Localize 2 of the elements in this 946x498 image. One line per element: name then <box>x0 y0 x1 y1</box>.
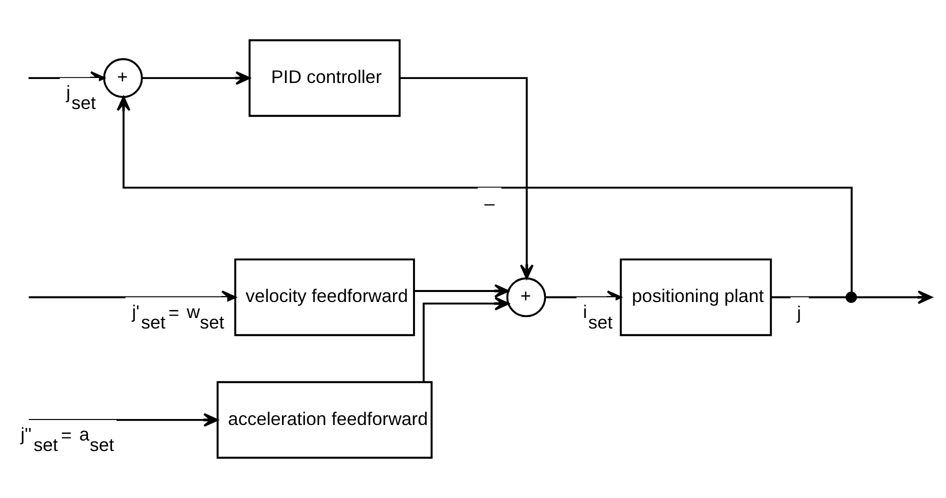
edge-label: j <box>797 302 802 324</box>
edge-label: – <box>484 192 495 214</box>
